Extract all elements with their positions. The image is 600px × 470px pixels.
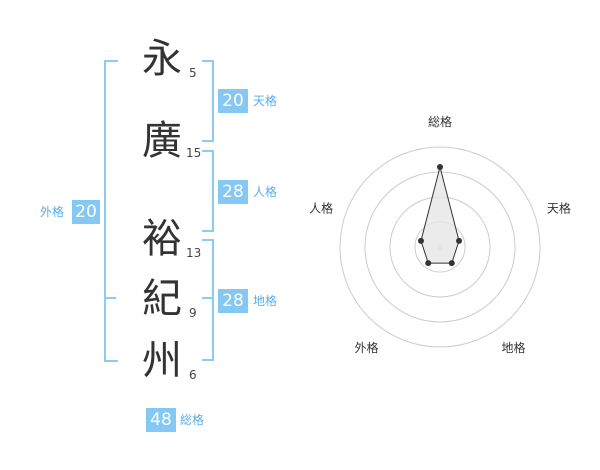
chikaku-label: 地格 <box>253 294 278 308</box>
name-char-3: 裕 <box>142 216 182 262</box>
radar-shape <box>417 164 463 267</box>
gaikaku-bracket-tick <box>104 297 116 299</box>
chikaku-value: 28 <box>218 289 248 313</box>
stroke-count-1: 5 <box>189 66 197 80</box>
stroke-count-3: 13 <box>186 246 202 260</box>
tenkaku-label: 天格 <box>253 94 278 108</box>
jinkaku-label: 人格 <box>253 185 278 199</box>
stroke-count-4: 9 <box>189 306 197 320</box>
chikaku-bracket <box>202 239 214 361</box>
jinkaku-value: 28 <box>218 180 248 204</box>
soukaku-value: 48 <box>146 408 176 432</box>
gaikaku-bracket <box>104 60 118 362</box>
radar-axis-label-2: 天格 <box>547 200 571 215</box>
radar-point-5 <box>417 237 424 244</box>
jinkaku-bracket <box>202 150 214 232</box>
radar-point-3 <box>448 260 455 267</box>
gaikaku-label: 外格 <box>40 205 65 219</box>
radar-point-4 <box>425 260 432 267</box>
radar-axis-label-5: 人格 <box>309 200 333 215</box>
name-char-4: 紀 <box>142 276 182 322</box>
radar-point-2 <box>456 237 463 244</box>
tenkaku-bracket <box>202 60 214 142</box>
tenkaku-value: 20 <box>218 89 248 113</box>
name-char-1: 永 <box>142 36 182 82</box>
name-char-5: 州 <box>142 338 182 384</box>
radar-axis-label-4: 外格 <box>355 340 379 355</box>
radar-polygon <box>420 166 460 264</box>
radar-axis-label-3: 地格 <box>501 340 525 355</box>
stroke-count-2: 15 <box>186 146 202 160</box>
radar-axis-label-1: 総格 <box>428 114 452 129</box>
soukaku-label: 総格 <box>180 413 205 427</box>
name-char-2: 廣 <box>142 118 182 164</box>
chikaku-bracket-tick <box>202 297 214 299</box>
stroke-count-5: 6 <box>189 368 197 382</box>
gaikaku-value: 20 <box>72 200 100 224</box>
radar-point-1 <box>437 164 443 170</box>
radar-ring <box>339 146 541 348</box>
